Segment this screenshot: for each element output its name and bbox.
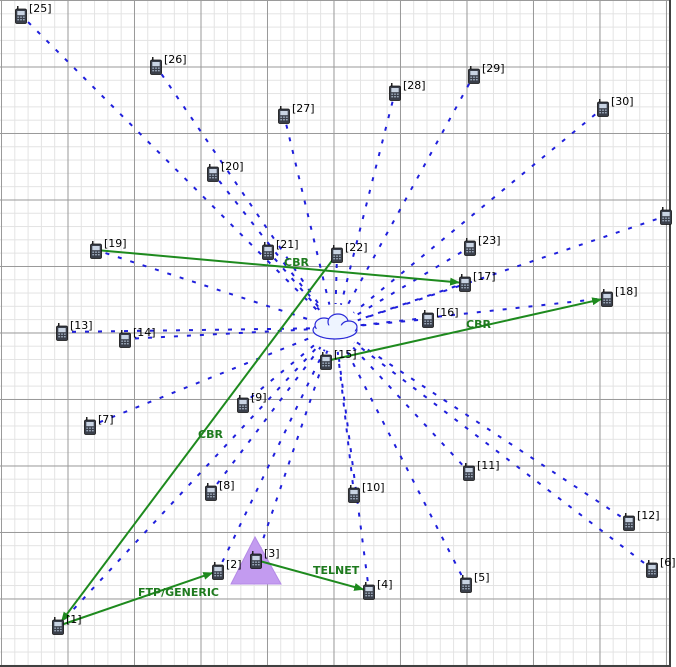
flow-label: TELNET xyxy=(313,564,360,577)
mobile-phone-icon xyxy=(464,238,476,256)
mobile-phone-icon xyxy=(597,99,609,117)
node-label: [19] xyxy=(104,237,127,250)
node-label: [14] xyxy=(133,326,156,339)
mobile-phone-icon xyxy=(422,310,434,328)
mobile-phone-icon xyxy=(212,562,224,580)
node-label: [22] xyxy=(345,241,368,254)
node-label: [13] xyxy=(70,319,93,332)
mobile-phone-icon xyxy=(363,582,375,600)
node-label: [17] xyxy=(473,270,496,283)
mobile-phone-icon xyxy=(119,330,131,348)
wireless-link-13 xyxy=(71,327,312,333)
wireless-link-6 xyxy=(353,341,645,564)
mobile-phone-icon xyxy=(250,551,262,569)
wireless-link-2 xyxy=(221,349,326,563)
flow-label: CBR xyxy=(466,318,491,331)
mobile-phone-icon xyxy=(205,483,217,501)
mobile-phone-icon xyxy=(623,513,635,531)
node-label: [30] xyxy=(611,95,634,108)
node-label: [20] xyxy=(221,160,244,173)
node-label: [21] xyxy=(276,238,299,251)
node-label: [4] xyxy=(377,578,393,591)
node-label: [2] xyxy=(226,558,242,571)
wireless-link-11 xyxy=(350,344,463,466)
mobile-phone-icon xyxy=(15,6,27,24)
wireless-link-1 xyxy=(64,344,320,620)
wireless-link-8 xyxy=(216,346,322,485)
node-label: [7] xyxy=(98,413,114,426)
mobile-phone-icon xyxy=(468,66,480,84)
node-label: [12] xyxy=(637,509,660,522)
node-label: [1] xyxy=(66,613,82,626)
mobile-phone-icon xyxy=(150,57,162,75)
flow-label: CBR xyxy=(198,428,223,441)
flow-arrow-1-to-2[interactable] xyxy=(57,572,214,627)
wireless-link-4 xyxy=(337,351,369,582)
node-label: [9] xyxy=(251,391,267,404)
node-label: [27] xyxy=(292,102,315,115)
wireless-link-27 xyxy=(285,124,331,305)
wireless-link-10 xyxy=(336,351,354,485)
node-label: [10] xyxy=(362,481,385,494)
wireless-link-26 xyxy=(160,73,323,309)
mobile-phone-icon xyxy=(262,242,274,260)
wireless-link-12 xyxy=(354,340,622,518)
node-label: [5] xyxy=(474,571,490,584)
node-label: [3] xyxy=(264,547,280,560)
mobile-phone-icon xyxy=(90,241,102,259)
mobile-phone-icon xyxy=(601,289,613,307)
wireless-links-layer xyxy=(27,21,657,620)
mobile-phone-icon xyxy=(463,463,475,481)
wireless-link-7 xyxy=(98,335,314,424)
mobile-phone-icon xyxy=(389,83,401,101)
node-label: [15] xyxy=(334,348,357,361)
node-label: [11] xyxy=(477,459,500,472)
traffic-flows-layer xyxy=(57,249,603,627)
mobile-phone-icon xyxy=(56,323,68,341)
mobile-phone-icon xyxy=(320,352,332,370)
wireless-link-3 xyxy=(258,350,329,551)
flow-arrow-15-to-18[interactable] xyxy=(325,297,603,362)
wireless-link-5 xyxy=(345,348,463,576)
wireless-link-22 xyxy=(334,263,338,305)
node-label: [28] xyxy=(403,79,426,92)
mobile-phone-icon xyxy=(52,617,64,635)
node-label: [18] xyxy=(615,285,638,298)
mobile-phone-icon xyxy=(84,417,96,435)
node-label: [26] xyxy=(164,53,187,66)
wireless-link-14 xyxy=(134,328,312,340)
wireless-link-30 xyxy=(352,113,596,314)
mobile-phone-icon xyxy=(331,245,343,263)
node-label: [6] xyxy=(660,556,676,569)
flow-arrow-22-to-1[interactable] xyxy=(60,253,338,623)
wireless-link-29 xyxy=(345,83,471,308)
wireless-cloud-icon[interactable] xyxy=(312,313,358,340)
flow-label: FTP/GENERIC xyxy=(138,586,219,599)
node-label: [25] xyxy=(29,2,52,15)
wireless-link-18 xyxy=(358,298,598,327)
wireless-link-19 xyxy=(105,252,313,322)
node-label: [29] xyxy=(482,62,505,75)
wireless-link-9 xyxy=(250,342,318,399)
mobile-phone-icon xyxy=(348,485,360,503)
mobile-phone-icon xyxy=(460,575,472,593)
flow-arrow-19-to-17[interactable] xyxy=(95,249,461,286)
wireless-link-25 xyxy=(27,21,319,312)
mobile-phone-icon xyxy=(278,106,290,124)
node-label: [8] xyxy=(219,479,235,492)
flow-label: CBR xyxy=(284,256,309,269)
wireless-link-28 xyxy=(339,101,394,305)
node-label: [23] xyxy=(478,234,501,247)
flow-arrow-3-to-4[interactable] xyxy=(255,559,365,591)
wireless-link-24 xyxy=(357,218,657,322)
mobile-phone-icon xyxy=(660,207,672,225)
mobile-phone-icon xyxy=(207,164,219,182)
node-label: [16] xyxy=(436,306,459,319)
mobile-phone-icon xyxy=(237,395,249,413)
mobile-phone-icon xyxy=(646,560,658,578)
mobile-phone-icon xyxy=(459,274,471,292)
